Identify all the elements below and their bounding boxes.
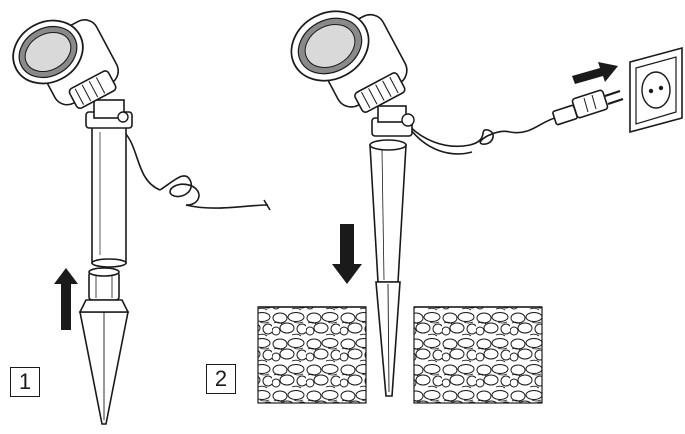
down-arrow-icon bbox=[332, 224, 362, 284]
step-1-cable bbox=[122, 130, 270, 210]
plug bbox=[552, 90, 623, 126]
wall-socket bbox=[630, 48, 682, 132]
step-2-illustration bbox=[258, 0, 682, 403]
step-2-cable bbox=[404, 118, 555, 154]
step-1-upper-tube bbox=[92, 125, 126, 267]
step-1-bracket bbox=[86, 100, 132, 128]
right-arrow-icon bbox=[572, 62, 618, 84]
step-2-label: 2 bbox=[206, 364, 236, 394]
soil-left bbox=[258, 307, 366, 403]
step-2-post bbox=[370, 140, 406, 396]
step-1-label: 1 bbox=[10, 367, 40, 397]
step-1-ground-spike bbox=[80, 268, 128, 424]
soil-right bbox=[414, 307, 542, 403]
step-1-illustration bbox=[2, 9, 270, 424]
step-2-bracket bbox=[372, 106, 414, 136]
up-arrow-icon bbox=[54, 268, 78, 330]
